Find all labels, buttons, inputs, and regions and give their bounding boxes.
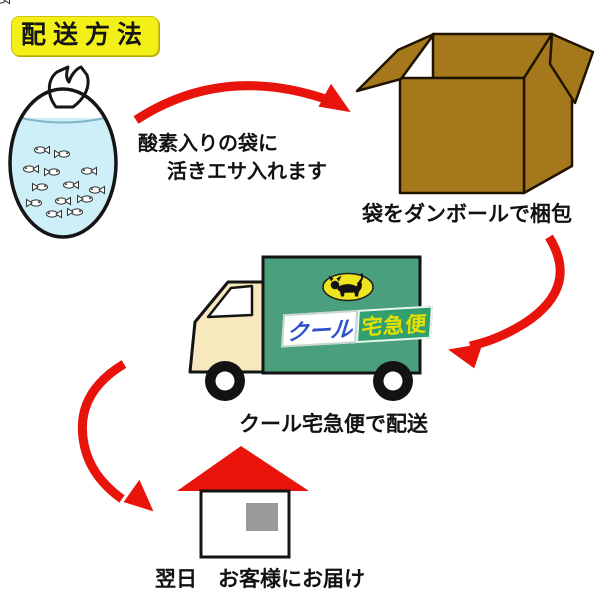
banner-cool-label: クール <box>281 309 359 348</box>
rear-wheel-icon <box>373 361 413 401</box>
arrow-truck-to-house-icon <box>77 360 154 512</box>
fish-school <box>0 0 105 219</box>
arrow-bag-to-box-icon <box>133 81 351 124</box>
bag-knot <box>47 65 90 109</box>
box-right-flap <box>548 32 595 105</box>
fish-icon <box>63 180 79 190</box>
fish-icon <box>23 164 39 174</box>
fish-icon <box>32 182 48 192</box>
fish-icon <box>44 167 60 177</box>
page-title: 配送方法 <box>11 16 159 56</box>
house-roof <box>177 446 309 491</box>
flow-arrows <box>77 81 565 512</box>
box-left-flap <box>355 32 436 93</box>
house-icon <box>177 446 309 559</box>
fish-bag-icon <box>0 0 120 239</box>
fish-icon <box>55 196 71 206</box>
fish-icon <box>81 166 97 176</box>
water-surface-line <box>20 117 106 124</box>
caption-bag-line2: 活きエサ入れます <box>167 161 327 183</box>
box-front-face <box>398 76 526 195</box>
front-wheel-icon <box>205 361 245 401</box>
caption-box: 袋をダンボールで梱包 <box>362 203 572 226</box>
arrow-box-to-truck-icon <box>448 234 565 369</box>
fish-icon <box>77 194 93 204</box>
cardboard-box-icon <box>355 32 595 195</box>
fish-icon <box>34 145 50 155</box>
black-cat-icon <box>328 273 364 297</box>
banner-takkyubin-label: 宅急便 <box>355 305 433 344</box>
caption-truck: クール宅急便で配送 <box>239 413 428 436</box>
truck-window <box>206 284 254 319</box>
fish-icon <box>54 149 70 159</box>
caption-house: 翌日 お客様にお届け <box>155 568 365 591</box>
fish-icon <box>46 209 62 219</box>
house-window <box>246 503 278 531</box>
fish-icon <box>67 207 83 217</box>
bag-outline <box>8 87 118 239</box>
fish-icon <box>26 198 42 208</box>
fish-icon <box>89 185 105 195</box>
caption-bag-line1: 酸素入りの袋に <box>138 133 278 155</box>
